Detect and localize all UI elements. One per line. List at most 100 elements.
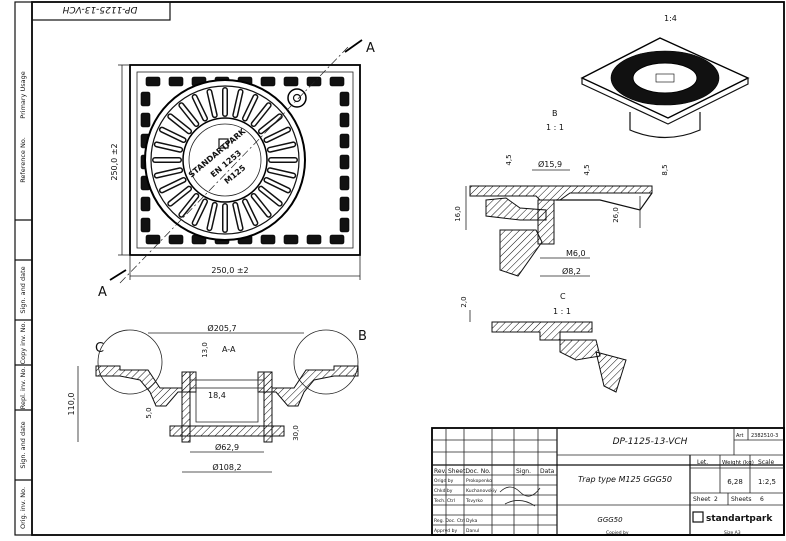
sheets-label: Sheets	[731, 496, 751, 503]
format-size: Size A3	[724, 530, 741, 536]
grate-slot	[243, 95, 257, 121]
detail-b-dim-h: Ø8,2	[562, 266, 581, 276]
grate-slot	[179, 103, 198, 126]
frame-slot	[283, 234, 299, 245]
isometric-view: 1:4	[580, 14, 750, 139]
grate-slot	[233, 203, 243, 230]
frame-slot	[140, 217, 151, 233]
logo-icon	[692, 511, 704, 523]
frame-slot	[145, 234, 161, 245]
copied-by: Copied by	[606, 530, 629, 536]
plan-view: STANDARTPARK EN 1253 M125 A A 250,0 ±2 2…	[98, 39, 375, 300]
frame-slot	[339, 217, 350, 233]
frame-slot	[168, 76, 184, 87]
side-label: Copy inv. No.	[19, 322, 27, 365]
top-stamp-text: DP-1125-13-VCH	[62, 4, 137, 14]
side-label: Repl. inv. No.	[19, 367, 27, 409]
side-label: Sign. and date	[19, 421, 27, 468]
frame-slot	[339, 133, 350, 149]
side-label: Orig. inv. No.	[19, 487, 27, 529]
frame-slot	[339, 175, 350, 191]
frame-slot	[329, 234, 345, 245]
frame-slot	[140, 91, 151, 107]
grate-slot	[160, 128, 186, 142]
section-dim-d3: 110,0	[67, 393, 76, 416]
side-label: Primary Usage	[19, 71, 27, 118]
title-material: GGG50	[597, 516, 623, 524]
frame-slot	[260, 234, 276, 245]
plan-dim-width: 250,0 ±2	[211, 266, 248, 275]
col-header-rev: Rev.	[434, 468, 447, 475]
detail-b-marker: B	[552, 109, 558, 118]
col-header-data: Data	[540, 468, 555, 475]
section-view: A-A C B Ø205,7 13,0 110,0 18,4 5,0 Ø62,9…	[67, 323, 367, 473]
col-header-sheet: Sheet	[448, 468, 466, 475]
sheet-no: 2	[714, 496, 718, 503]
title-art-label: Art	[736, 433, 743, 439]
frame-slot	[339, 112, 350, 128]
detail-b-view: B 1 : 1 4,5 Ø15,9 4,5 8,5 16,0 26,0 M6,0…	[454, 109, 669, 277]
detail-c-dim-a: 2,0	[460, 296, 468, 307]
frame-slot	[339, 196, 350, 212]
section-label: A-A	[222, 345, 236, 354]
sheet-label: Sheet	[693, 496, 711, 503]
grate-slot	[193, 95, 207, 121]
detail-b-dim-g: M6,0	[566, 249, 586, 258]
title-drawing-no: DP-1125-13-VCH	[613, 437, 688, 447]
scale-value: 1:2,5	[758, 478, 776, 486]
title-name: Trap type M125 GGG50	[578, 475, 672, 484]
grate-slot	[207, 90, 217, 117]
frame-slot	[168, 234, 184, 245]
grate-slot	[243, 199, 257, 225]
col-header-sign: Sign.	[516, 468, 531, 475]
row-name: Prokopenko	[466, 478, 492, 484]
plan-dim-height: 250,0 ±2	[110, 143, 119, 180]
frame-slot	[140, 112, 151, 128]
grate-slot	[233, 90, 243, 117]
section-dim-d4: 18,4	[208, 391, 226, 400]
detail-b-dim-e: 16,0	[454, 206, 462, 222]
detail-b-dim-d: 8,5	[661, 164, 669, 175]
row-name: Kuchanovskiy	[466, 488, 497, 494]
section-dim-d8: 30,0	[292, 425, 300, 441]
iso-scale: 1:4	[664, 14, 677, 23]
frame-slot	[339, 154, 350, 170]
signature	[499, 486, 541, 507]
grate-slot	[193, 199, 207, 225]
top-stamp: DP-1125-13-VCH	[31, 1, 171, 21]
grate-slot	[268, 142, 295, 152]
company-name: standartpark	[706, 514, 773, 524]
section-dim-d1: Ø205,7	[207, 323, 236, 333]
scale-label: Scale	[758, 459, 774, 466]
side-label: Sign. and date	[19, 266, 27, 313]
let-label: Let.	[697, 459, 708, 466]
section-dim-d2: 13,0	[201, 342, 209, 358]
detail-c-view: C 1 : 1 2,0	[460, 292, 627, 393]
grate-slot	[268, 168, 295, 178]
row-role: Chkd by	[434, 488, 453, 494]
row-role: Apprvd by	[434, 528, 457, 534]
grate-slot	[252, 194, 271, 217]
detail-marker-b: B	[358, 329, 367, 344]
row-role: Origd by	[434, 478, 454, 484]
frame-slot	[260, 76, 276, 87]
grate-slot	[259, 187, 282, 206]
grate-slot	[168, 114, 191, 133]
frame-slot	[306, 234, 322, 245]
section-dim-d5: 5,0	[145, 407, 153, 418]
detail-b-dim-a: 4,5	[505, 154, 513, 165]
weight-label: Weight (kg)	[722, 460, 754, 466]
section-marker-a: A	[366, 41, 375, 56]
section-dim-d6: Ø62,9	[215, 442, 239, 452]
grate-slot	[252, 103, 271, 126]
frame-slot	[140, 196, 151, 212]
grate-slot	[179, 194, 198, 217]
col-header-docno: Doc. No.	[465, 468, 490, 475]
detail-c-scale: 1 : 1	[553, 307, 571, 316]
side-labels: Primary Usage Reference No. Sign. and da…	[19, 71, 27, 529]
frame-slot	[306, 76, 322, 87]
frame-slot	[145, 76, 161, 87]
grate-slot	[264, 128, 290, 142]
